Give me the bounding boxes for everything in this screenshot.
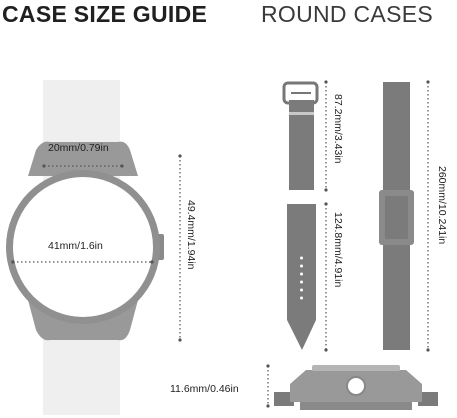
diameter-end-left: [11, 260, 15, 264]
lugs-top: [28, 141, 138, 176]
watch-side-view: [266, 364, 438, 410]
thickness-end-top: [266, 364, 270, 368]
lower-length-end-top: [324, 202, 328, 206]
side-crown: [346, 376, 366, 396]
strap-lower-piece: [287, 204, 316, 350]
case-thickness-label: 11.6mm/0.46in: [170, 383, 239, 395]
strap-full: [379, 80, 430, 352]
diameter-end-right: [150, 260, 154, 264]
title-case-size-guide: CASE SIZE GUIDE: [2, 1, 208, 27]
side-crystal: [312, 365, 400, 371]
strap-lower-length-label: 124.8mm/4.91in: [332, 212, 344, 288]
strap-full-buckle-inner: [385, 196, 408, 239]
total-length-end-bottom: [426, 348, 430, 352]
strap-total-length-label: 260mm/10.241in: [436, 166, 448, 245]
header: CASE SIZE GUIDE ROUND CASES: [0, 0, 457, 36]
upper-length-end-top: [324, 80, 328, 84]
strap-bottom-light: [43, 330, 120, 415]
lug-to-lug-end-top: [178, 154, 182, 158]
strap-keeper: [289, 112, 314, 115]
total-length-end-top: [426, 80, 430, 84]
watch-front-view: [6, 80, 182, 415]
side-strap-left: [274, 392, 294, 406]
strap-holes: [300, 256, 303, 300]
thickness-end-bottom: [266, 404, 270, 408]
strap-upper-length-label: 87.2mm/3.43in: [332, 94, 344, 164]
lug-width-label: 20mm/0.79in: [48, 142, 109, 154]
side-strap-right: [418, 392, 438, 406]
case-diameter-label: 41mm/1.6in: [48, 240, 103, 252]
lower-length-end-bottom: [324, 348, 328, 352]
lug-width-end-left: [42, 164, 46, 168]
watch-dial: [13, 177, 153, 317]
lug-to-lug-end-bottom: [178, 338, 182, 342]
lug-to-lug-label: 49.4mm/1.94in: [185, 200, 197, 270]
strap-pieces: [282, 80, 328, 352]
title-round-cases: ROUND CASES: [261, 1, 433, 27]
upper-length-end-bottom: [324, 188, 328, 192]
lug-width-end-right: [120, 164, 124, 168]
side-caseback: [300, 402, 412, 410]
